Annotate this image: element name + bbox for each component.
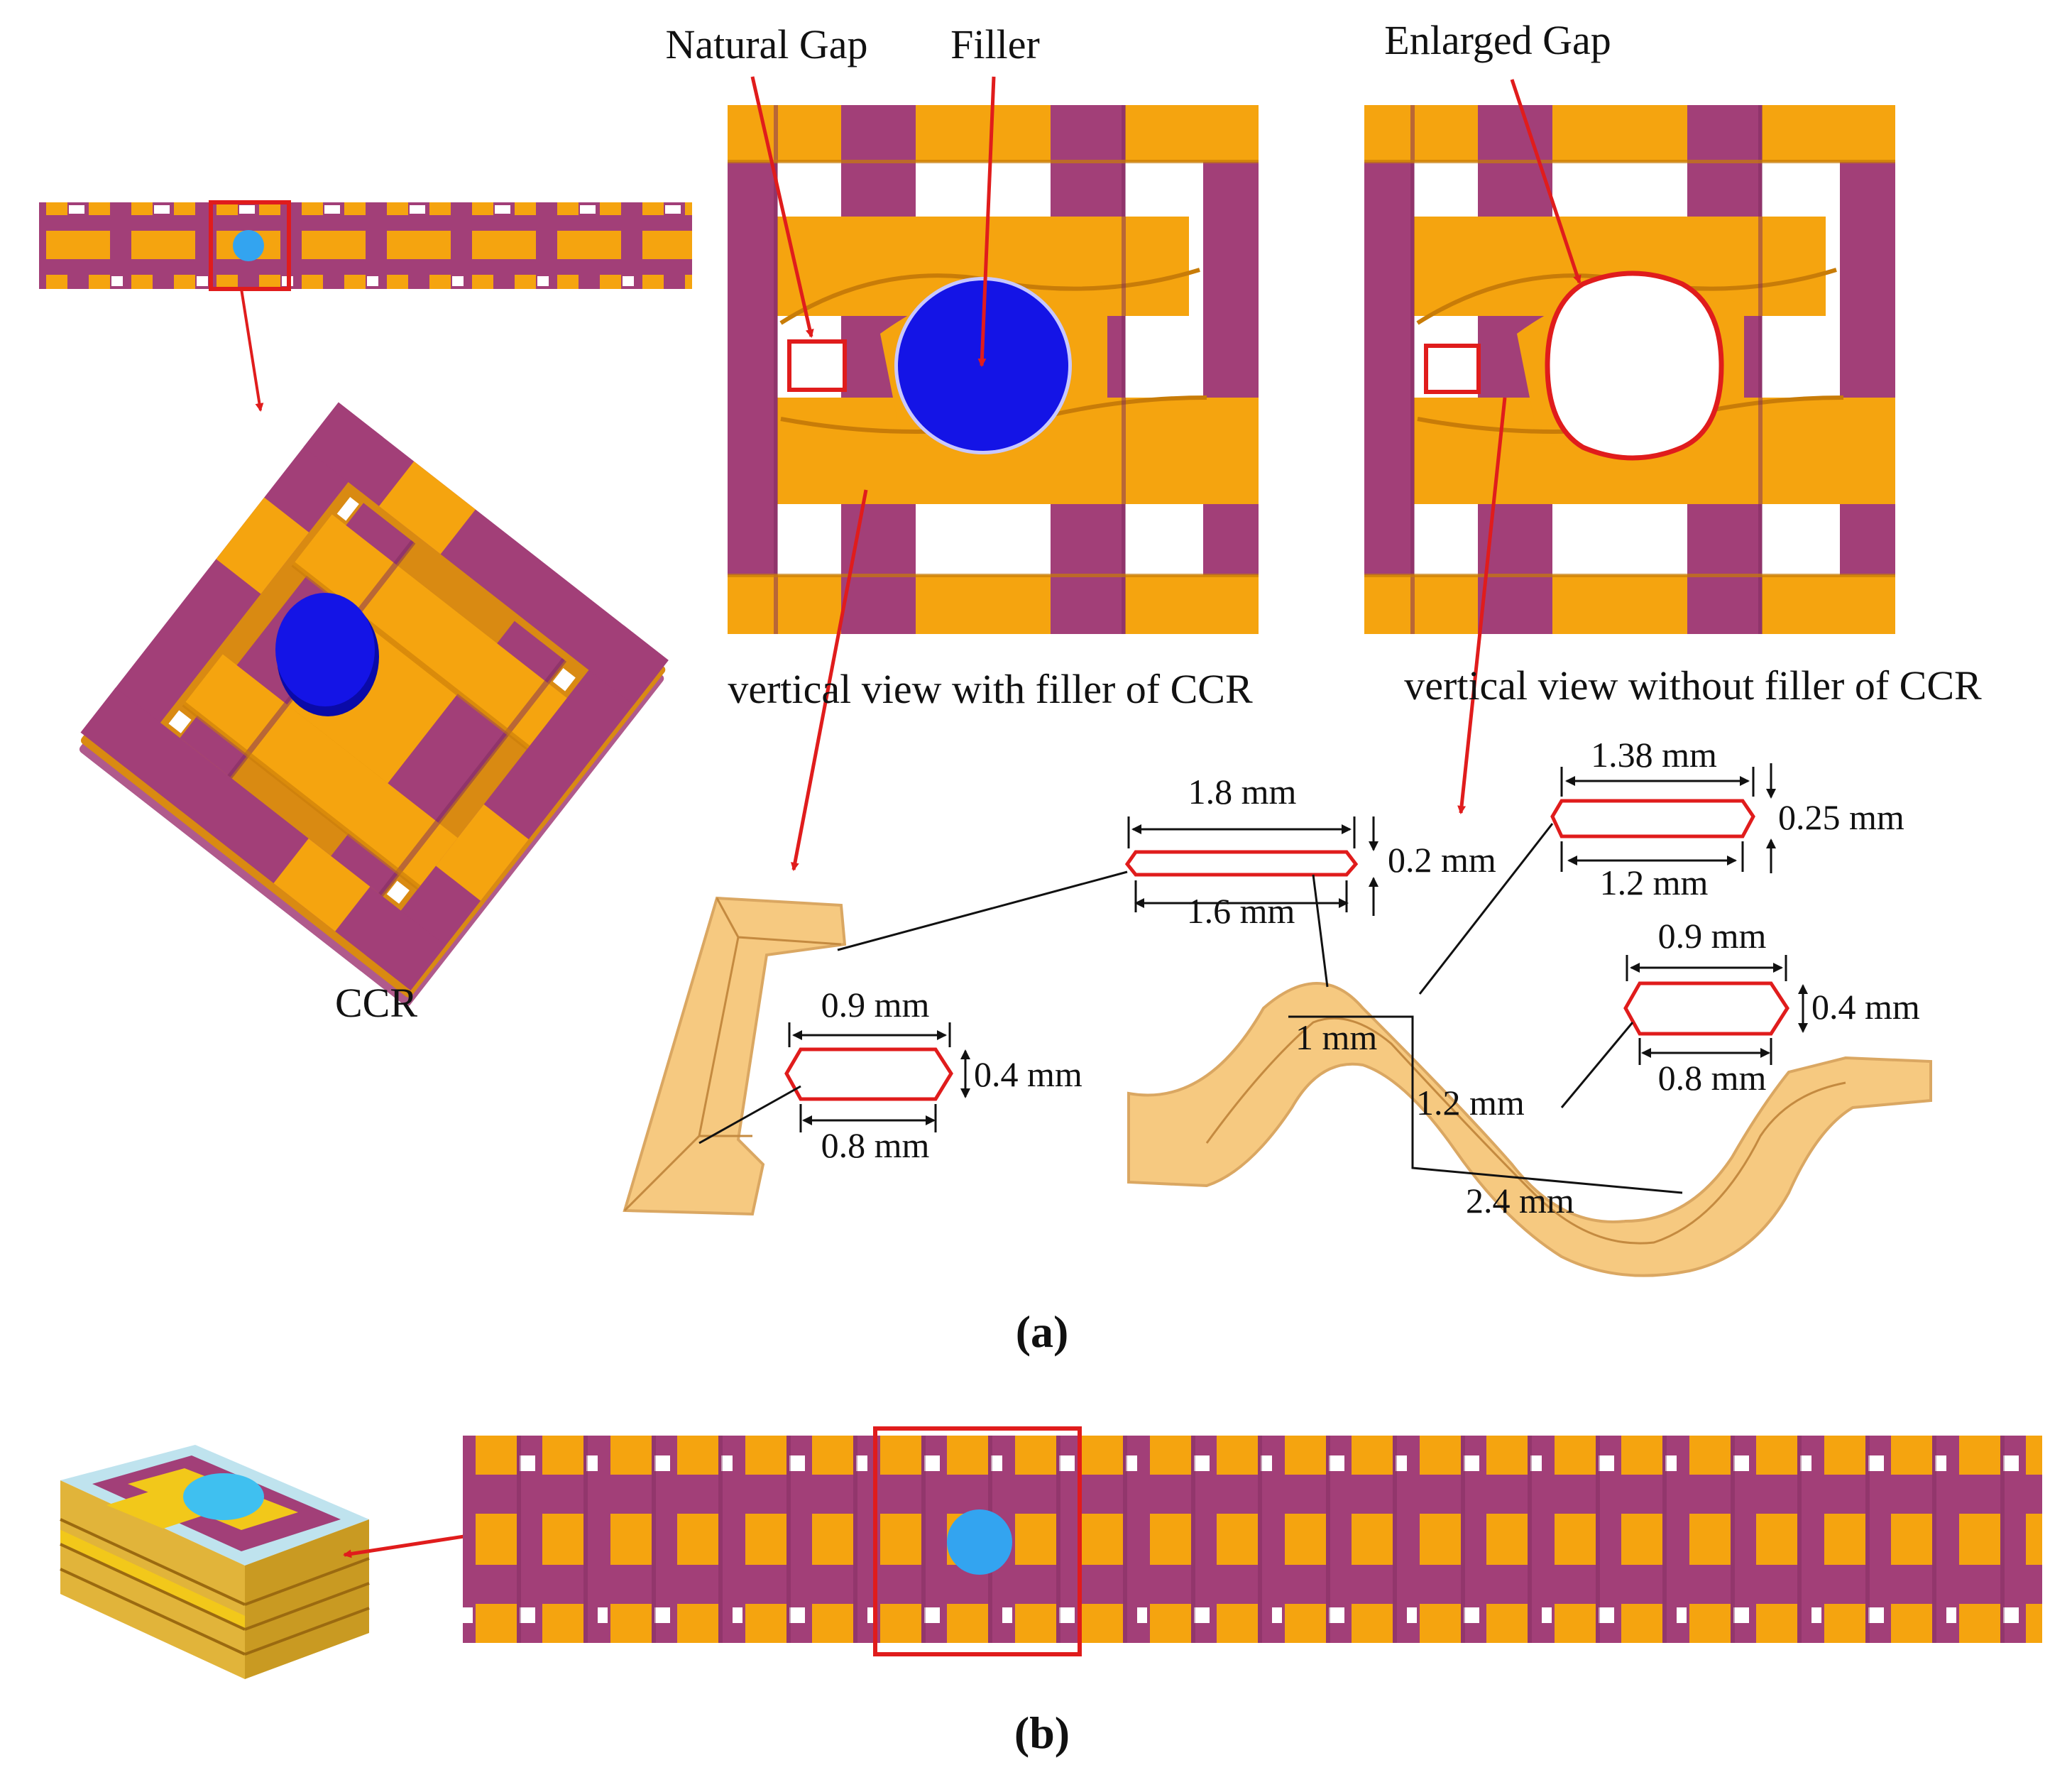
dim-weft-height: 0.25 mm bbox=[1778, 797, 1904, 837]
warp-section bbox=[1124, 816, 1378, 916]
ccr-label: CCR bbox=[335, 980, 417, 1026]
panel-a-label: (a) bbox=[1016, 1306, 1069, 1357]
natural-gap-label: Natural Gap bbox=[665, 21, 867, 67]
dim-weft-bottom: 1.2 mm bbox=[1600, 863, 1709, 902]
leader-lines bbox=[698, 823, 1683, 1194]
dim-warp-top: 1.8 mm bbox=[1188, 772, 1297, 812]
panel-b-label: (b) bbox=[1014, 1708, 1070, 1758]
red-leader-arrows bbox=[750, 76, 1582, 871]
dim-right-top: 0.9 mm bbox=[1658, 916, 1767, 956]
weft-yarn-3d bbox=[1127, 982, 1932, 1277]
small-3d-unit bbox=[60, 1445, 370, 1679]
vertical-view-without-filler bbox=[1364, 105, 1895, 634]
dim-wave-1mm: 1 mm bbox=[1295, 1017, 1377, 1057]
right-section bbox=[1623, 955, 1808, 1065]
large-woven-strip bbox=[463, 1426, 2042, 1656]
dim-right-height: 0.4 mm bbox=[1811, 987, 1920, 1027]
dim-weft-top: 1.38 mm bbox=[1591, 735, 1717, 775]
dim-left-bottom: 0.8 mm bbox=[821, 1125, 930, 1165]
dim-wave-1-2mm: 1.2 mm bbox=[1416, 1083, 1525, 1122]
dim-wave-2-4mm: 2.4 mm bbox=[1466, 1181, 1574, 1220]
left-section bbox=[784, 1022, 970, 1132]
ccr-3d-unit bbox=[79, 402, 669, 1007]
dim-right-bottom: 0.8 mm bbox=[1658, 1058, 1767, 1098]
vertical-view-with-filler bbox=[728, 105, 1259, 634]
small-woven-strip bbox=[39, 200, 692, 412]
dim-warp-bottom: 1.6 mm bbox=[1187, 891, 1295, 931]
caption-with-filler: vertical view with filler of CCR bbox=[728, 666, 1253, 712]
dim-left-top: 0.9 mm bbox=[821, 985, 930, 1025]
caption-without-filler: vertical view without filler of CCR bbox=[1404, 662, 1982, 709]
dim-warp-height: 0.2 mm bbox=[1388, 840, 1496, 880]
ccr-filler bbox=[275, 593, 379, 716]
warp-yarn-3d bbox=[623, 896, 847, 1216]
filler-label: Filler bbox=[950, 21, 1040, 67]
enlarged-gap-label: Enlarged Gap bbox=[1384, 17, 1611, 63]
dim-left-height: 0.4 mm bbox=[974, 1054, 1082, 1094]
weft-section bbox=[1550, 763, 1776, 873]
